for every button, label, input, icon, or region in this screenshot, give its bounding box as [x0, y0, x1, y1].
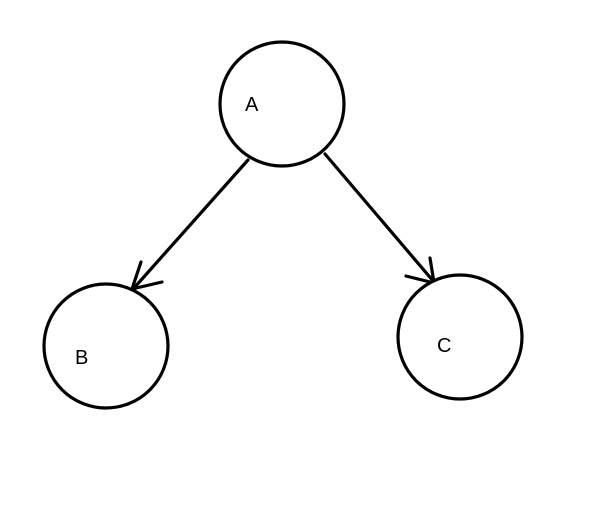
node-a-label: A	[245, 94, 259, 116]
edge-a-to-b-line	[132, 158, 250, 290]
node-a: A	[218, 40, 346, 168]
node-b-label: B	[75, 347, 88, 369]
edge-a-to-c	[323, 152, 436, 285]
node-c-circle	[396, 273, 524, 401]
node-c-label: C	[437, 335, 451, 357]
node-c: C	[396, 273, 524, 401]
edge-a-to-b	[130, 158, 250, 291]
node-a-circle	[218, 40, 346, 168]
node-b-circle	[42, 282, 170, 410]
edge-a-to-c-line	[323, 152, 436, 284]
node-b: B	[42, 282, 170, 410]
